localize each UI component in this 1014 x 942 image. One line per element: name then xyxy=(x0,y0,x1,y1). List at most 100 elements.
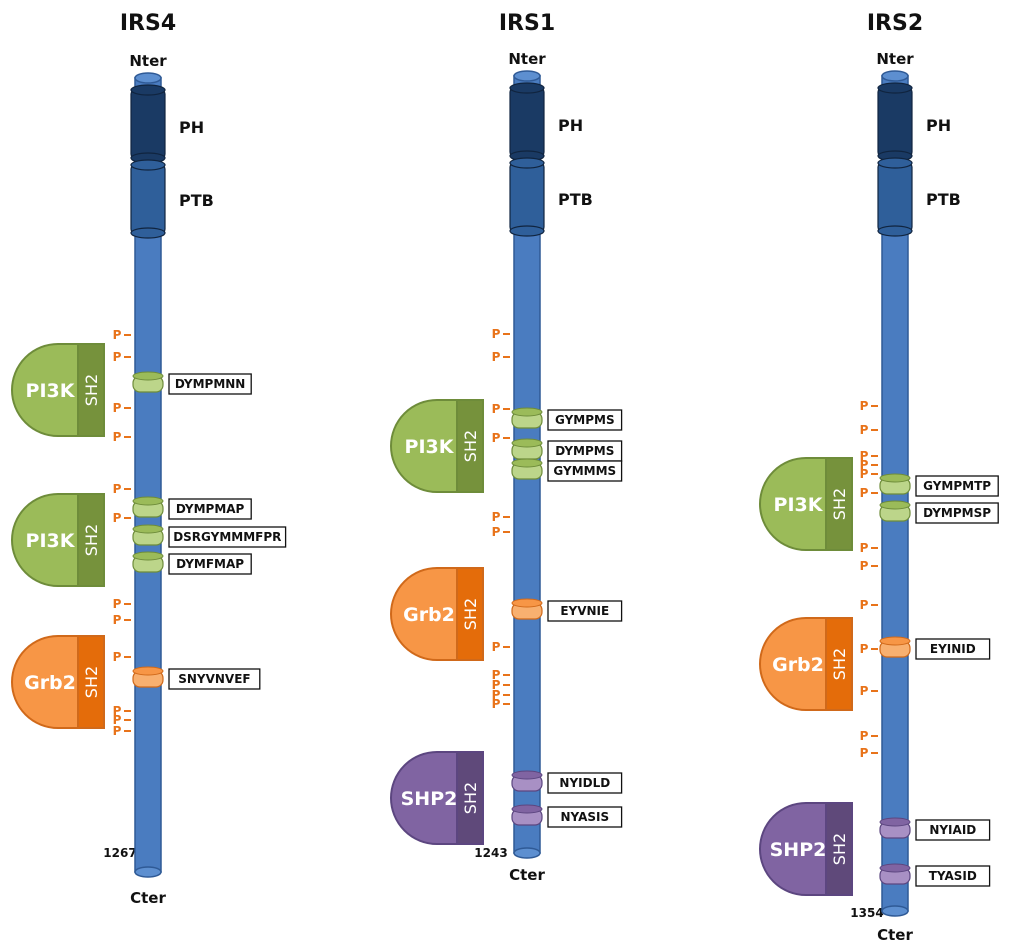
phospho-site: P xyxy=(113,401,131,415)
nter-label: Nter xyxy=(876,50,914,68)
ptb-domain-bottom xyxy=(509,225,545,237)
chain-bottom-cap xyxy=(513,847,541,859)
motif-sequence: DYMPMSP xyxy=(923,506,991,520)
motif-sequence: NYIDLD xyxy=(559,776,610,790)
motif-ring-top xyxy=(879,817,911,827)
phospho-label: P xyxy=(492,668,501,682)
chain-top-cap xyxy=(134,72,162,84)
phospho-label: P xyxy=(492,402,501,416)
motif-sequence: DSRGYMMMFPR xyxy=(173,530,281,544)
phospho-site: P xyxy=(492,350,510,364)
motif-ring-top xyxy=(132,551,164,561)
sh2-domain xyxy=(825,617,853,711)
phospho-label: P xyxy=(492,678,501,692)
binder-name: SHP2 xyxy=(770,839,827,861)
binder-name: PI3K xyxy=(26,530,76,552)
sh2-domain xyxy=(456,567,484,661)
motif: TYASID xyxy=(879,863,991,887)
phospho-site: P xyxy=(860,598,878,612)
sh2-label: SH2 xyxy=(82,374,101,406)
ph-domain: PH xyxy=(130,84,204,164)
motif-sequence: GYMMMS xyxy=(553,464,616,478)
phospho-label: P xyxy=(113,713,122,727)
motif-box xyxy=(168,668,261,690)
motif: DYMPMSP xyxy=(879,500,999,524)
motif-box xyxy=(168,498,252,520)
ph-domain-label: PH xyxy=(179,118,204,137)
chain-top-cap xyxy=(881,70,909,82)
motif-box xyxy=(168,526,287,548)
sh2-domain xyxy=(77,635,105,729)
phospho-site: P xyxy=(113,430,131,444)
sh2-label: SH2 xyxy=(82,666,101,698)
phospho-site: P xyxy=(113,650,131,664)
sh2-label: SH2 xyxy=(461,598,480,630)
motif: GYMPMTP xyxy=(879,473,999,497)
phospho-site: P xyxy=(492,688,510,702)
nter-label: Nter xyxy=(129,52,167,70)
chain-top-cap xyxy=(513,70,541,82)
motif-box xyxy=(547,772,623,794)
length-label: 1354 xyxy=(850,906,883,920)
phospho-label: P xyxy=(860,559,869,573)
binder-name: Grb2 xyxy=(772,654,824,676)
phospho-label: P xyxy=(113,724,122,738)
phospho-label: P xyxy=(860,541,869,555)
phospho-label: P xyxy=(860,467,869,481)
phospho-site: P xyxy=(860,729,878,743)
phospho-label: P xyxy=(860,486,869,500)
sh2-label: SH2 xyxy=(830,833,849,865)
phospho-label: P xyxy=(492,510,501,524)
protein-title: IRS2 xyxy=(867,11,923,36)
sh2-label: SH2 xyxy=(830,648,849,680)
motif-sequence: TYASID xyxy=(929,869,977,883)
phospho-site: P xyxy=(860,486,878,500)
motif-sequence: DYMPMS xyxy=(555,444,614,458)
phospho-site: P xyxy=(492,668,510,682)
motif-sequence: DYMPMAP xyxy=(176,502,245,516)
phospho-site: P xyxy=(113,704,131,718)
ph-domain: PH xyxy=(509,82,583,162)
motif-box xyxy=(547,460,623,482)
motif-ring-top xyxy=(132,496,164,506)
ptb-domain-label: PTB xyxy=(926,190,961,209)
ph-domain-label: PH xyxy=(926,116,951,135)
sh2-label: SH2 xyxy=(830,488,849,520)
ptb-domain-body xyxy=(877,162,913,232)
motif: NYASIS xyxy=(511,804,623,828)
ptb-domain-bottom xyxy=(130,227,166,239)
phospho-label: P xyxy=(492,525,501,539)
sh2-domain xyxy=(456,399,484,493)
ph-domain: PH xyxy=(877,82,951,162)
phospho-site: P xyxy=(860,423,878,437)
motif: DSRGYMMMFPR xyxy=(132,524,287,548)
phospho-site: P xyxy=(492,510,510,524)
motif-box xyxy=(547,806,623,828)
sh2-label: SH2 xyxy=(461,430,480,462)
phospho-site: P xyxy=(492,678,510,692)
phospho-label: P xyxy=(492,327,501,341)
motif-sequence: EYINID xyxy=(930,642,976,656)
phospho-site: P xyxy=(492,697,510,711)
ph-domain-top xyxy=(509,82,545,94)
motif-sequence: GYMPMS xyxy=(555,413,615,427)
motif-ring-top xyxy=(511,770,543,780)
motif-ring-top xyxy=(132,666,164,676)
phospho-site: P xyxy=(860,399,878,413)
sh2-domain xyxy=(825,802,853,896)
sh2-domain xyxy=(456,751,484,845)
phospho-site: P xyxy=(860,642,878,656)
ptb-domain-label: PTB xyxy=(558,190,593,209)
phospho-label: P xyxy=(492,350,501,364)
phospho-site: P xyxy=(113,613,131,627)
motif-ring-top xyxy=(132,371,164,381)
protein-irs2: IRS2NterCter1354PHPTBPPPPPPPPPPPPPGYMPMT… xyxy=(759,11,999,942)
motif-ring-top xyxy=(511,458,543,468)
phospho-site: P xyxy=(113,350,131,364)
motif-ring-top xyxy=(879,473,911,483)
